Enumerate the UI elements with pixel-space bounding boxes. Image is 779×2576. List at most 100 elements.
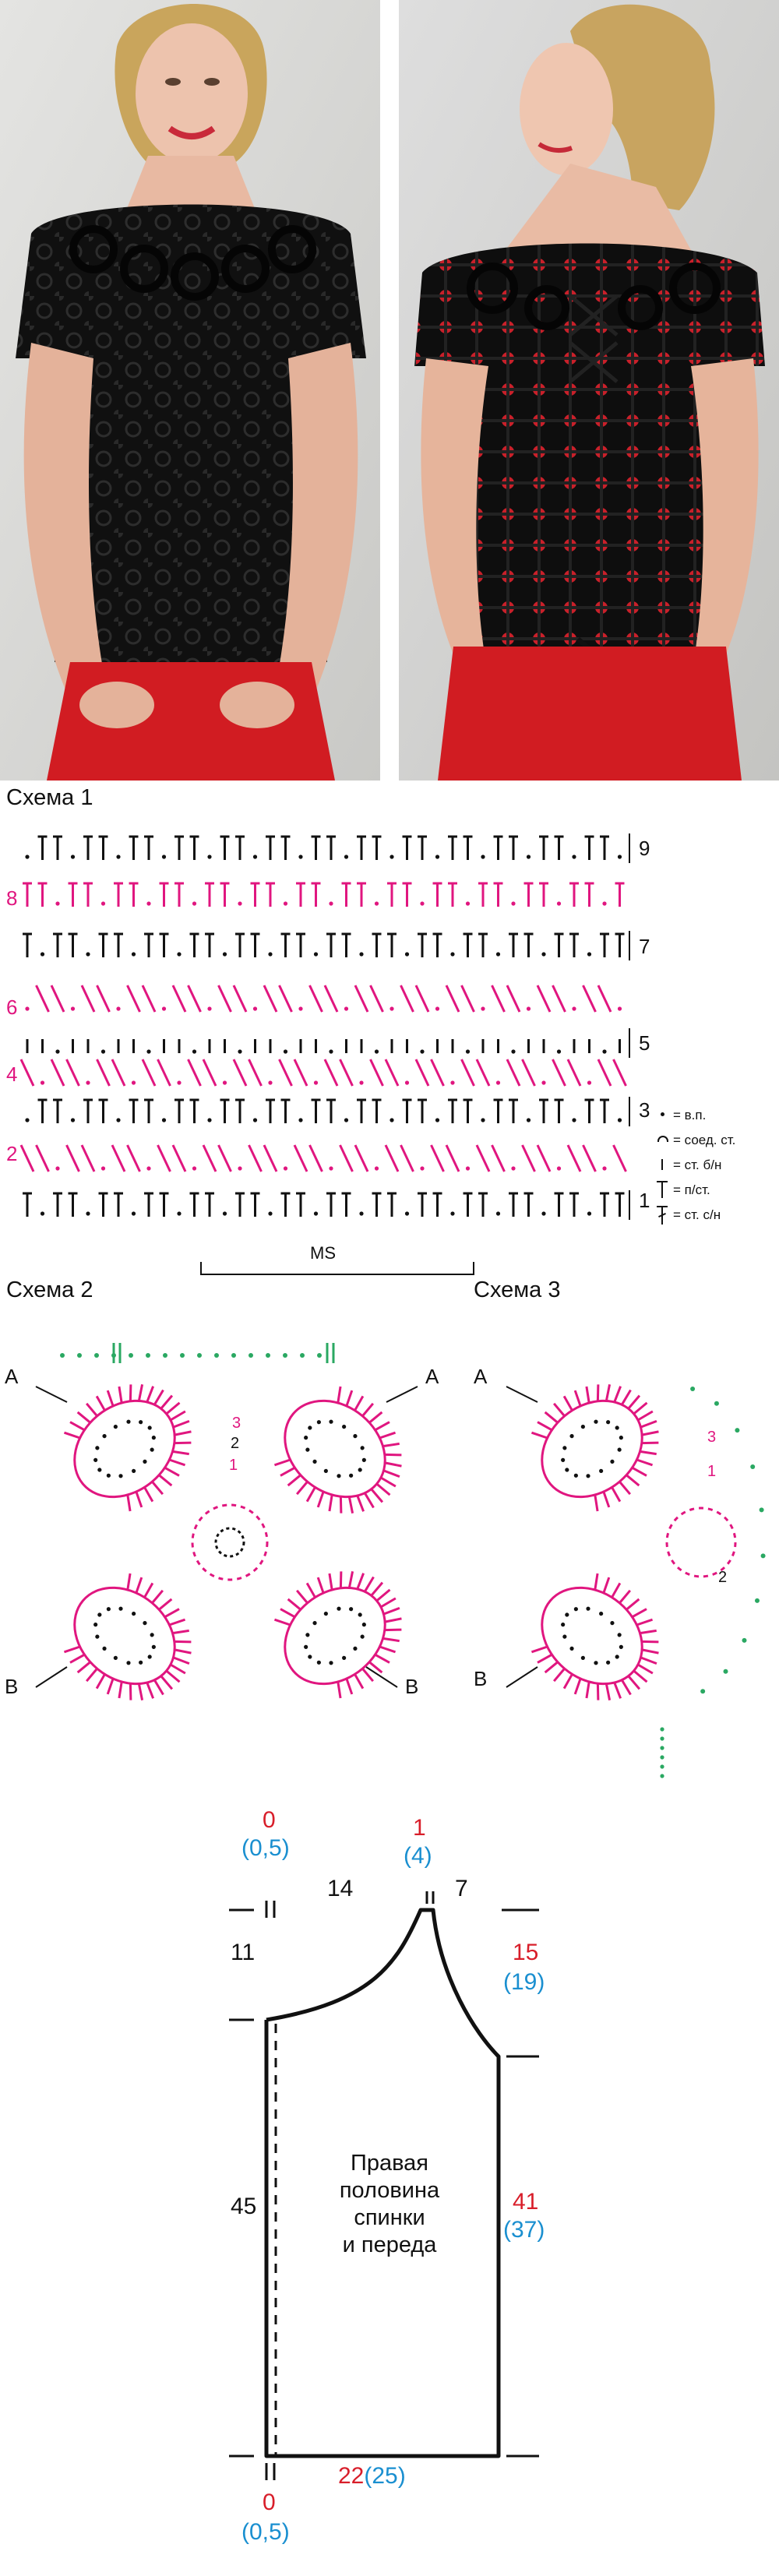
join-dot [231,1353,236,1358]
motif-lobe [63,1573,192,1701]
chain-dot [390,855,394,859]
chain-dot [252,1118,258,1122]
schema3-num-3: 3 [707,1429,717,1446]
motif-stitch [339,1571,343,1588]
chain-dot [55,1049,60,1054]
chain-dot [374,1166,379,1171]
chain-dot [55,901,60,906]
motif-lobe [273,1386,402,1514]
join-dot [760,1553,766,1559]
pattern-neck-depth: 11 [231,1940,256,1965]
dc-stitch [384,1144,400,1172]
chain-dot [495,1211,501,1216]
chain-dot [192,1049,197,1054]
motif-stitch [370,1581,384,1597]
pattern-label-line: половина [339,2178,440,2203]
motif-ring [541,1586,643,1686]
pattern-bottom-left-blue: (0,5) [241,2519,290,2545]
schema1-title: Схема 1 [6,785,93,810]
motif-stitch [384,1617,402,1623]
motif-stitch [354,1673,365,1690]
slip-stitch-icon [657,1136,668,1142]
dc-stitch [414,1059,430,1087]
chain-dot [329,1049,333,1054]
chain-dot [404,1080,410,1085]
motif-stitch [382,1606,400,1616]
dc-stitch [141,985,157,1013]
motif-stitch [354,1395,365,1411]
motif-stitch [118,1386,123,1404]
chain-dot [420,1166,425,1171]
chain-dot [602,1166,607,1171]
chain-dot [390,1118,394,1122]
dc-stitch [65,1059,80,1087]
dc-stitch [111,1144,126,1172]
row-label-5: 5 [639,1031,650,1055]
dc-stitch [384,1059,400,1087]
motif-stitch [295,1589,308,1604]
motif-stitch [126,1573,132,1591]
chain-dot [100,1166,106,1171]
chain-dot [569,1646,574,1651]
motif-stitch [384,1461,402,1468]
chain-dot [147,1654,152,1659]
chain-dot [465,1049,471,1054]
join-dot [700,1689,706,1694]
chain-dot [610,1621,615,1626]
motif-stitch [168,1618,186,1626]
motif-stitch [63,1431,81,1440]
motif-stitch [361,1668,375,1683]
motif-lobe [530,1573,659,1701]
chain-dot [359,952,364,957]
motif-stitch [158,1598,173,1611]
dc-stitch [536,1144,552,1172]
chain-dot [374,1049,379,1054]
join-dot [214,1353,219,1358]
dc-stitch [354,985,369,1013]
pattern-side-red: 41 [513,2189,539,2215]
chain-dot [70,855,76,859]
dc-stitch [65,1144,80,1172]
chain-dot [526,855,531,859]
chain-dot [526,1006,531,1011]
dc-stitch [339,1144,354,1172]
legend-text-chain: = в.п. [673,1108,707,1122]
motif-stitch [146,1682,155,1699]
chain-dot [177,1080,182,1085]
dc-stitch [582,1144,597,1172]
chain-dot [116,855,121,859]
chain-dot [222,952,227,957]
chain-dot [95,1634,100,1639]
chain-dot [344,1118,349,1122]
motif-stitch [605,1683,612,1701]
chain-dot [100,1049,106,1054]
motif-stitch [552,1402,566,1417]
chain-dot [556,901,562,906]
motif-stitch [146,1386,155,1403]
chain-dot [304,1436,308,1440]
dc-stitch [171,1144,187,1172]
join-dot [742,1637,747,1643]
join-dot [660,1755,664,1760]
dc-stitch [50,1059,65,1087]
motif-stitch [605,1383,612,1401]
dc-stitch [217,1144,232,1172]
chain-dot [70,1006,76,1011]
chain-dot [177,952,182,957]
join-dot [180,1353,185,1358]
chain-dot [97,1468,102,1472]
dc-stitch [430,1144,445,1172]
dc-stitch [506,985,521,1013]
chain-dot [25,1118,30,1122]
motif-diagrams [35,1343,766,1778]
chain-dot [40,952,45,957]
join-dot [300,1353,305,1358]
dc-stitch [369,985,384,1013]
pointer-arrow [365,1666,398,1688]
motif-stitch [172,1419,190,1429]
motif-stitch [76,1411,91,1424]
chain-dot [102,1646,107,1651]
chain-dot [587,1211,592,1216]
dc-stitch [445,985,460,1013]
dc-stitch [111,1059,126,1087]
